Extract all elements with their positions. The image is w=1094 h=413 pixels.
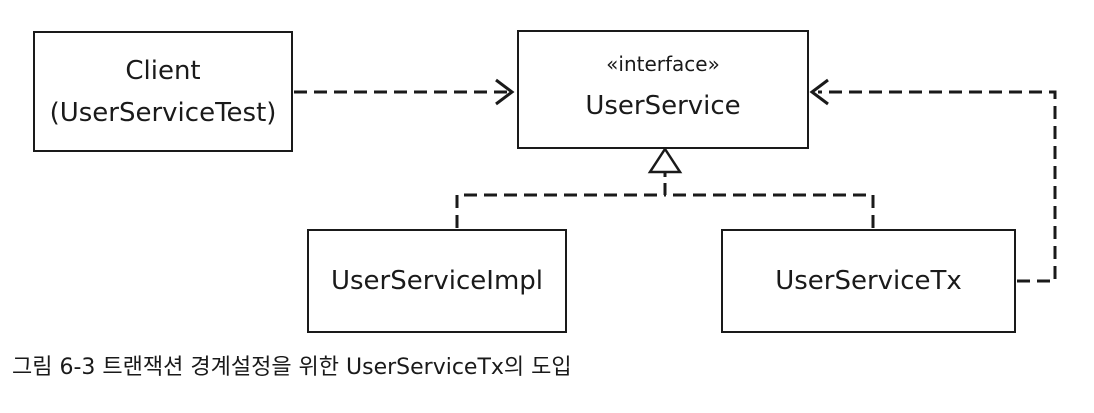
tx-realization-line bbox=[665, 193, 875, 228]
user-service-tx-box: UserServiceTx bbox=[721, 229, 1016, 333]
tx-delegation-line bbox=[818, 90, 1057, 283]
user-service-impl-label: UserServiceImpl bbox=[330, 266, 544, 296]
client-box: Client (UserServiceTest) bbox=[33, 31, 293, 152]
figure-caption: 그림 6-3 트랜잭션 경계설정을 위한 UserServiceTx의 도입 bbox=[12, 355, 572, 380]
interface-stereotype: «interface» bbox=[606, 51, 720, 76]
impl-realization-line bbox=[455, 193, 665, 228]
tx-delegation-arrowhead bbox=[809, 78, 829, 106]
user-service-box: «interface» UserService bbox=[517, 30, 809, 149]
user-service-tx-label: UserServiceTx bbox=[775, 266, 962, 296]
client-sublabel: (UserServiceTest) bbox=[49, 97, 277, 128]
client-label: Client bbox=[125, 55, 201, 86]
client-dependency-arrowhead bbox=[495, 78, 515, 106]
realization-triangle bbox=[647, 146, 683, 174]
user-service-label: UserService bbox=[585, 90, 741, 121]
user-service-impl-box: UserServiceImpl bbox=[307, 229, 567, 333]
